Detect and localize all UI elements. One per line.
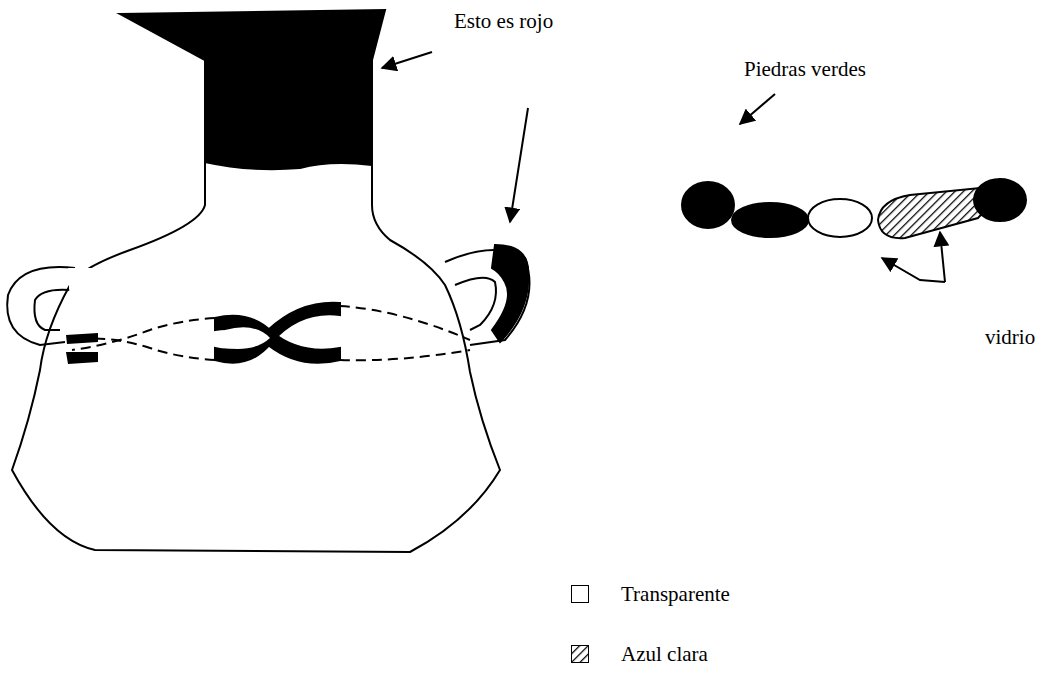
legend-swatch — [571, 585, 589, 603]
callout-label: vidrio — [983, 326, 1037, 349]
legend-swatch — [571, 645, 589, 663]
callout-label: Piedras verdes — [742, 58, 868, 81]
legend-text: Transparente — [619, 583, 732, 606]
callout-label: Esto es rojo — [452, 10, 555, 33]
legend-text: Azul clara — [619, 643, 710, 666]
